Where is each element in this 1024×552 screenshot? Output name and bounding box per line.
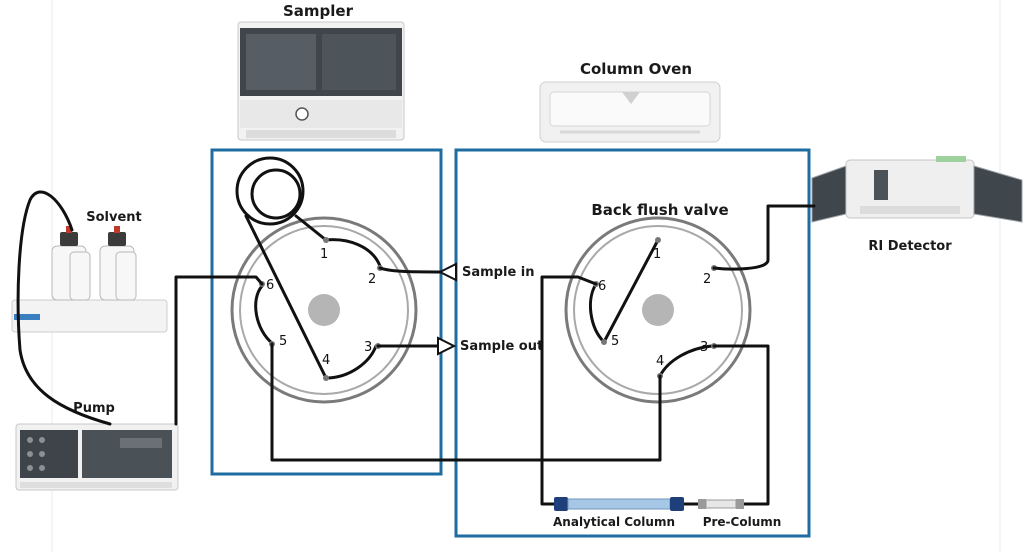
analytical-column bbox=[542, 497, 698, 511]
loop-lead-to-port-1 bbox=[294, 214, 328, 242]
ri-detector-instrument bbox=[811, 156, 1023, 223]
backflush-channel-3-4 bbox=[658, 344, 714, 378]
injector-channel-1-2 bbox=[324, 238, 382, 268]
injector-port-2: 2 bbox=[368, 272, 376, 287]
pump-to-injector-line bbox=[174, 275, 264, 426]
sample-in-label: Sample in bbox=[462, 265, 535, 280]
analytical-column-label: Analytical Column bbox=[553, 515, 675, 529]
pre-column-label: Pre-Column bbox=[703, 515, 782, 529]
injector-to-backflush-line bbox=[270, 342, 662, 462]
backflush-port-5: 5 bbox=[611, 334, 619, 349]
injector-port-4: 4 bbox=[322, 353, 330, 368]
backflush-port-6: 6 bbox=[598, 279, 606, 294]
backflush-channel-5-6 bbox=[589, 282, 606, 344]
backflush-channel-1-5 bbox=[602, 238, 660, 344]
backflush-hub bbox=[642, 294, 674, 326]
column-oven-label: Column Oven bbox=[580, 60, 692, 78]
solvent-label: Solvent bbox=[86, 210, 142, 225]
pump-label: Pump bbox=[73, 401, 115, 416]
pre-column bbox=[698, 499, 744, 509]
injector-channel-5-6 bbox=[254, 284, 274, 345]
backflush-to-precolumn-line bbox=[712, 344, 770, 506]
pump-instrument bbox=[15, 423, 179, 491]
backflush-to-analytical-line bbox=[540, 275, 598, 506]
sampler-instrument bbox=[237, 21, 405, 141]
backflush-port-4: 4 bbox=[656, 354, 664, 369]
injector-hub bbox=[308, 294, 340, 326]
ri-detector-label: RI Detector bbox=[868, 239, 952, 254]
column-oven-instrument bbox=[539, 81, 721, 143]
injector-port-1: 1 bbox=[320, 247, 328, 262]
sample-in-arrow bbox=[437, 262, 457, 282]
loop-lead-to-port-4 bbox=[244, 214, 328, 380]
injector-frame bbox=[210, 148, 443, 476]
solvent-bottles bbox=[11, 226, 168, 333]
backflush-port-2: 2 bbox=[703, 272, 711, 287]
back-flush-valve bbox=[564, 216, 752, 404]
solvent-line bbox=[16, 190, 112, 426]
injector-channel-3-4 bbox=[324, 344, 378, 380]
backflush-port-1: 1 bbox=[653, 247, 661, 262]
injector-port-3: 3 bbox=[364, 340, 372, 355]
injector-port-6: 6 bbox=[266, 278, 274, 293]
backflush-port-3: 3 bbox=[700, 340, 708, 355]
sample-out-label: Sample out bbox=[460, 339, 543, 354]
back-flush-valve-label: Back flush valve bbox=[591, 201, 728, 219]
column-oven-frame bbox=[454, 148, 811, 538]
injector-port-5: 5 bbox=[279, 334, 287, 349]
sampler-label: Sampler bbox=[283, 2, 354, 20]
backflush-to-detector-line bbox=[712, 204, 816, 271]
sample-loop bbox=[235, 156, 305, 226]
sample-out-arrow bbox=[437, 336, 457, 356]
